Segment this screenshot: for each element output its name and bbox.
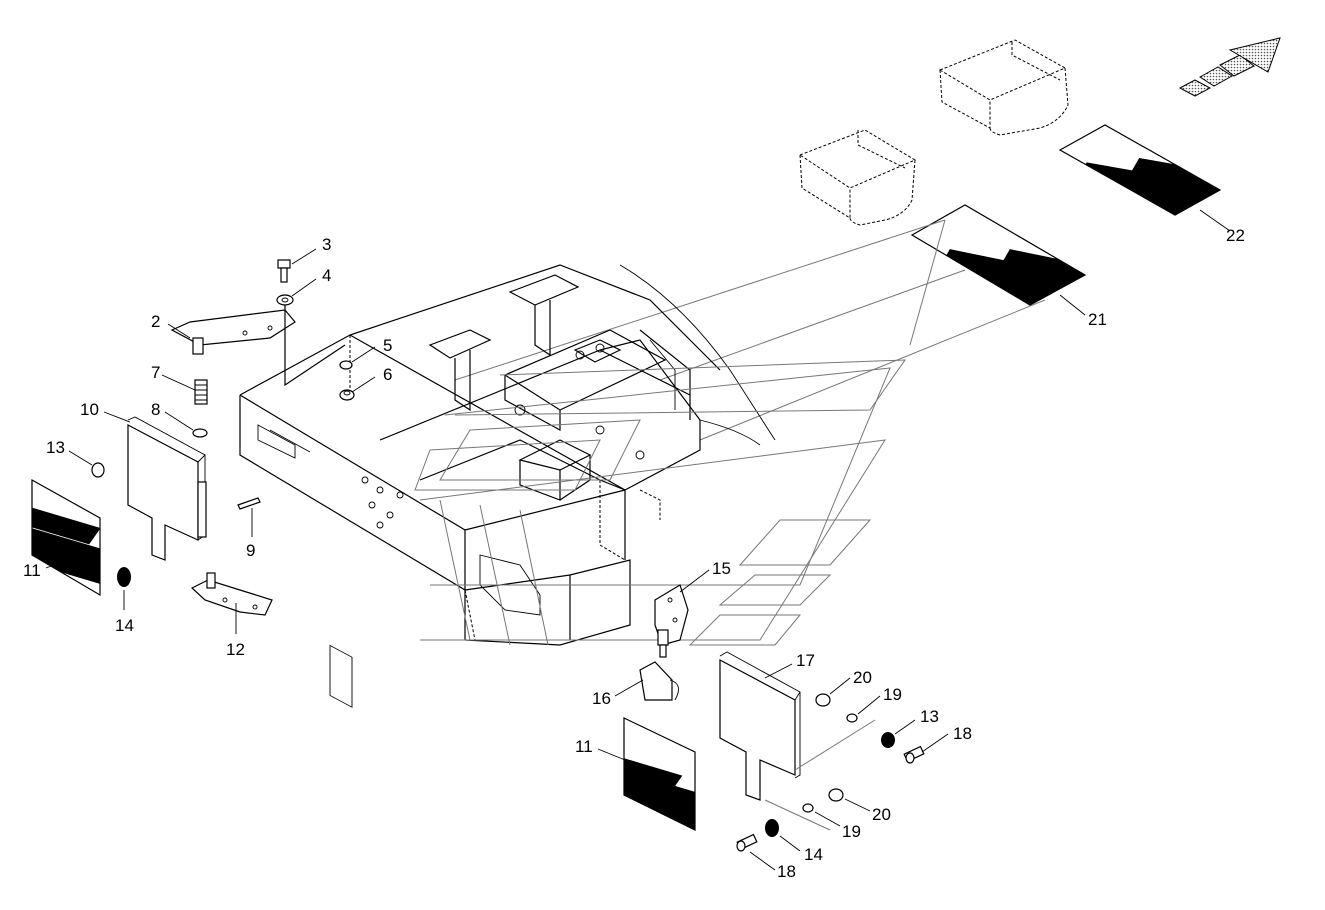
callout-7: 7 (151, 363, 160, 382)
callout-13-left: 13 (46, 438, 65, 457)
callout-2: 2 (151, 312, 160, 331)
washer-13-right (881, 732, 895, 748)
door-panel-10 (127, 416, 207, 561)
callout-14-left: 14 (115, 616, 134, 635)
warning-plate-11-left (31, 478, 101, 597)
callout-6: 6 (383, 365, 392, 384)
pin-9 (237, 497, 261, 510)
callout-13-right: 13 (920, 707, 939, 726)
callout-14-lower: 14 (804, 845, 823, 864)
bolt-18-lower (736, 833, 758, 852)
callout-16: 16 (592, 689, 611, 708)
door-panel-17 (719, 651, 801, 801)
callout-17: 17 (796, 651, 815, 670)
forward-direction-arrow-icon (1178, 37, 1281, 97)
washer-5 (339, 360, 353, 370)
plate-outline-guides (414, 359, 906, 646)
fastener-guide-upper (794, 719, 876, 771)
callout-3: 3 (322, 235, 331, 254)
callout-10: 10 (80, 400, 99, 419)
callout-8: 8 (151, 400, 160, 419)
washer-19-lower (802, 803, 814, 813)
callout-18-upper: 18 (953, 724, 972, 743)
warning-plate-11-right (623, 717, 696, 831)
nut-20-lower (828, 788, 844, 802)
callout-11-left: 11 (23, 561, 41, 580)
hinge-bracket-2 (170, 309, 296, 355)
callout-9: 9 (246, 541, 255, 560)
washer-19-upper (846, 713, 858, 723)
callout-11-right: 11 (575, 737, 593, 756)
warning-plate-22 (1058, 124, 1222, 216)
spring-7 (194, 379, 208, 405)
reflector-14-left (117, 567, 131, 587)
bolt-18-upper (903, 745, 925, 764)
callout-4: 4 (322, 266, 331, 285)
callout-20-lower: 20 (872, 805, 891, 824)
callout-labels: 3 4 2 5 6 7 10 8 13 9 11 14 12 15 16 17 … (23, 226, 1245, 881)
nut-20-upper (815, 693, 831, 707)
callout-5: 5 (383, 336, 392, 355)
washer-8 (192, 428, 208, 438)
hinge-pin-guide (284, 305, 346, 387)
leader-lines (45, 209, 1231, 871)
nut-6 (339, 389, 355, 401)
callout-19-lower: 19 (842, 822, 861, 841)
callout-12: 12 (226, 640, 245, 659)
callout-20-upper: 20 (853, 668, 872, 687)
callout-18-lower: 18 (777, 862, 796, 881)
latch-bracket-16 (639, 661, 679, 701)
upper-front-bracket (798, 129, 917, 226)
callout-15: 15 (712, 559, 731, 578)
latch-bracket-12 (190, 572, 273, 616)
callout-22: 22 (1226, 226, 1245, 245)
upper-rear-bracket (938, 39, 1069, 136)
callout-19-upper: 19 (883, 685, 902, 704)
reflector-14-right (765, 819, 779, 837)
washer-13-left (91, 462, 105, 478)
fastener-guide-lower (764, 799, 831, 831)
washer-4 (276, 294, 294, 306)
hinge-bracket-15 (654, 584, 689, 658)
callout-21: 21 (1088, 310, 1107, 329)
bolt-3 (277, 259, 291, 283)
